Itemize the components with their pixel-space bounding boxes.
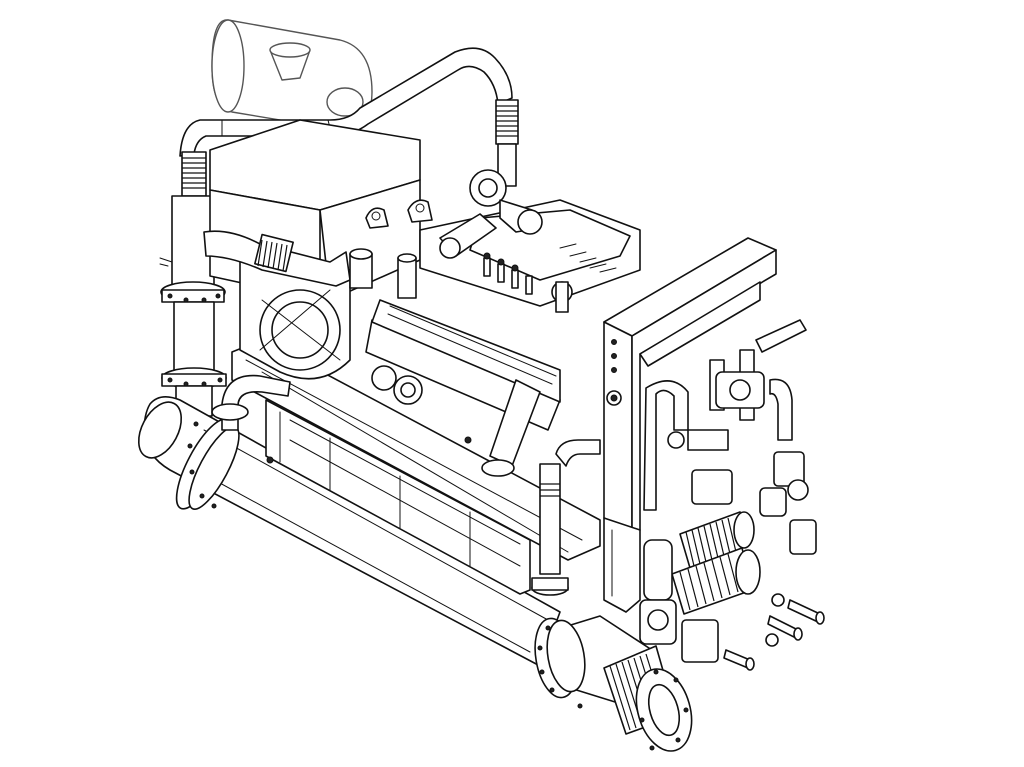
actuator-box [681,451,817,663]
coolant-riser-front [531,439,601,596]
panel-bracket [603,517,641,613]
exhaust-silencer [211,19,373,131]
valve-cluster-upper [667,319,807,451]
lifting-eye [365,199,433,229]
connection-stubs [723,593,825,671]
charge-air-pipe [203,230,351,287]
expansion-bellows-right [495,99,519,145]
plate-heat-exchanger-2 [671,547,761,615]
plate-heat-exchanger-1 [679,511,755,569]
control-panel [603,237,777,531]
exhaust-heat-exchanger [137,396,561,667]
turbo-downpipe [497,143,517,187]
turbocharger [439,169,543,259]
exhaust-outlet-flange [635,668,693,752]
fuel-filter [349,248,417,299]
support-strut [464,379,541,477]
valve-cluster-lower [639,479,809,645]
expansion-bellows-left [181,151,207,197]
injector-fittings [483,252,533,295]
coolant-elbow-left [211,374,291,464]
